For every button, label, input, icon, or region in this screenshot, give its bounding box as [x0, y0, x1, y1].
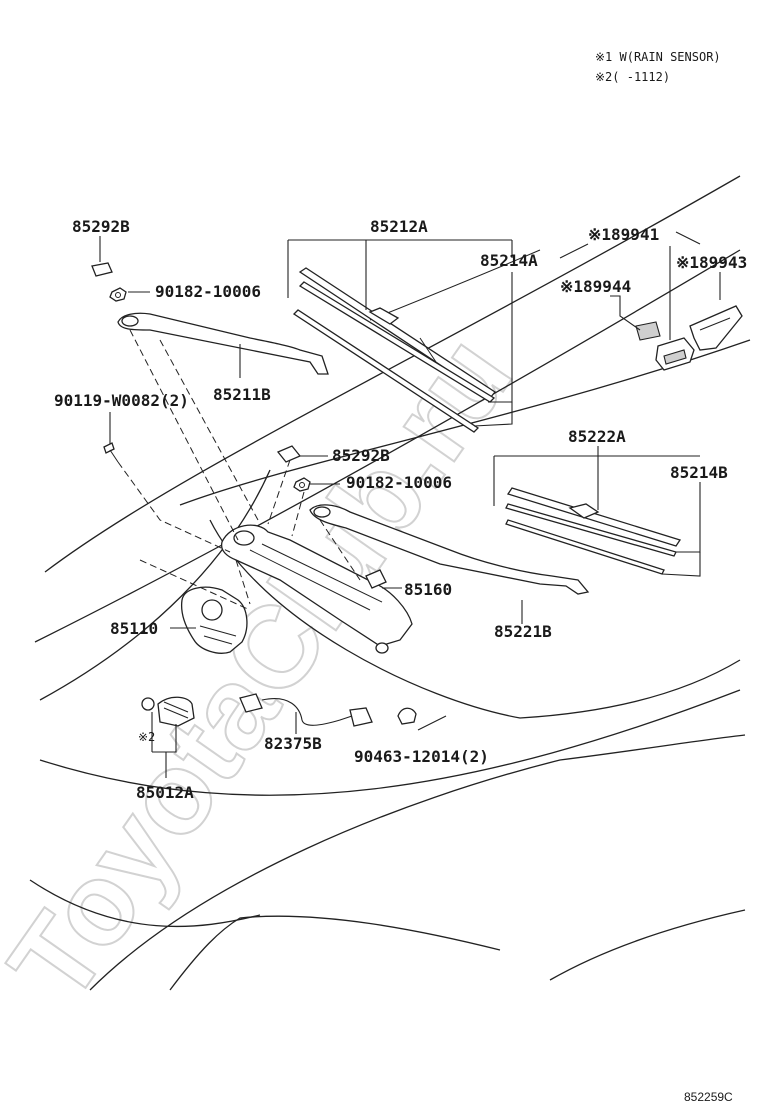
- label-90182-top: 90182-10006: [155, 282, 261, 301]
- note-line-1: ※1 W(RAIN SENSOR): [595, 50, 721, 64]
- wire-harness-82375b: [239, 693, 373, 727]
- wiper-arm-cap-top: [91, 262, 113, 277]
- label-90119: 90119-W0082(2): [54, 391, 189, 410]
- label-89943: ※189943: [676, 253, 747, 272]
- wiper-arm-cap-mid: [276, 445, 302, 463]
- label-90463: 90463-12014(2): [354, 747, 489, 766]
- nut-mid: [293, 477, 311, 492]
- label-90182-mid: 90182-10006: [346, 473, 452, 492]
- note-line-2: ※2( -1112): [595, 70, 670, 84]
- figure-code: 852259C: [684, 1090, 733, 1104]
- nut-top: [109, 287, 127, 302]
- label-89944: ※189944: [560, 277, 631, 296]
- assembly-dashed-lines: [117, 329, 361, 611]
- wiper-motor-85110: [180, 586, 248, 654]
- leader-lines: [99, 231, 721, 778]
- label-85211b: 85211B: [213, 385, 271, 404]
- wiper-refill-85214b: [505, 519, 665, 575]
- label-85222a: 85222A: [568, 427, 626, 446]
- label-85012a: 85012A: [136, 783, 194, 802]
- bolt-90119: [103, 442, 119, 463]
- vehicle-body-outline: [29, 175, 751, 991]
- rain-sensor-89944: [635, 321, 661, 341]
- wiper-blade-85222a: [505, 487, 682, 557]
- rain-sensor-89941: [655, 337, 695, 371]
- label-85292b-mid: 85292B: [332, 446, 390, 465]
- label-85160: 85160: [404, 580, 452, 599]
- wiper-link-85160: [220, 524, 413, 654]
- label-85292b-top: 85292B: [72, 217, 130, 236]
- clamp-90463: [397, 707, 417, 725]
- label-89941: ※189941: [588, 225, 659, 244]
- label-85012a-note: ※2: [138, 730, 155, 744]
- label-85110: 85110: [110, 619, 158, 638]
- label-85214b: 85214B: [670, 463, 728, 482]
- wiper-arm-85211b: [117, 312, 329, 375]
- label-82375b: 82375B: [264, 734, 322, 753]
- label-85214a: 85214A: [480, 251, 538, 270]
- label-85212a: 85212A: [370, 217, 428, 236]
- wiper-arm-85221b: [309, 504, 590, 595]
- rain-sensor-cover-89943: [689, 305, 743, 351]
- label-85221b: 85221B: [494, 622, 552, 641]
- wiper-refill-85214a: [292, 309, 480, 433]
- bracket-85012a: [141, 696, 195, 727]
